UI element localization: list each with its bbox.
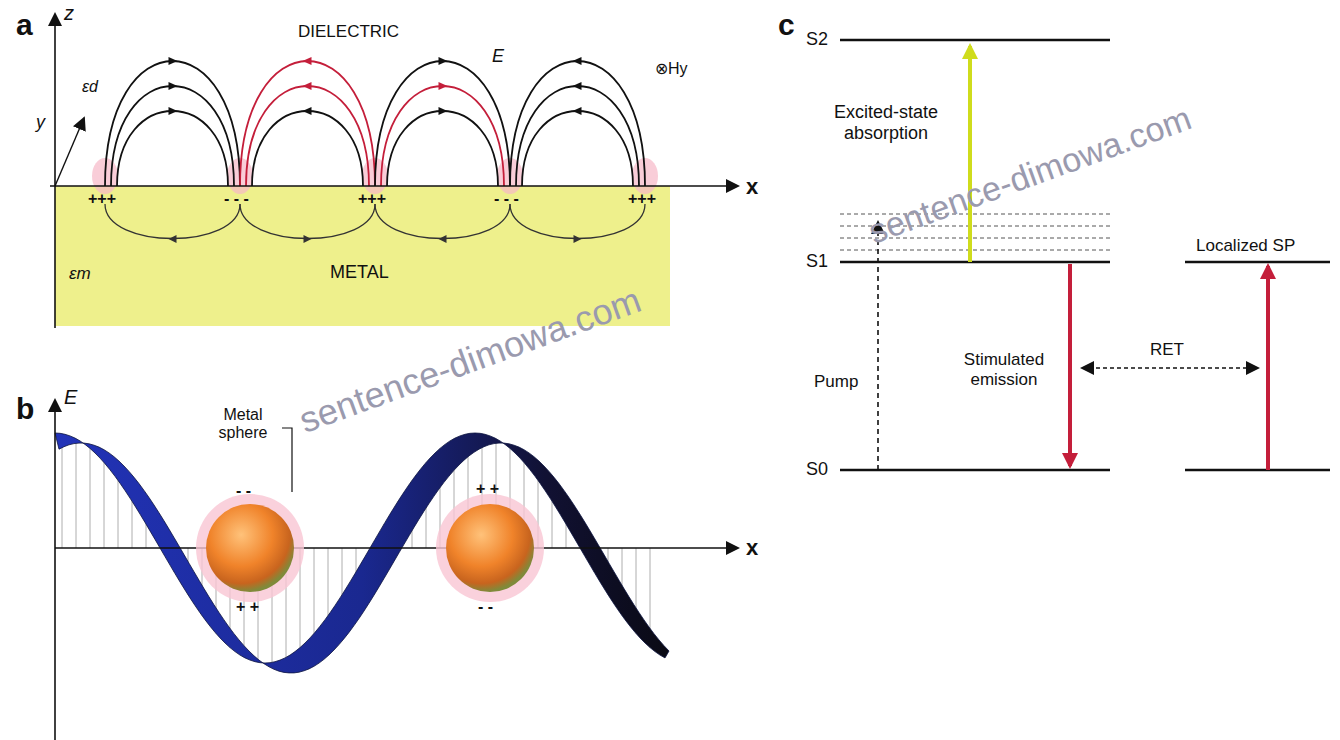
- field-line: [105, 61, 240, 186]
- charge-sign: +++: [628, 190, 656, 208]
- field-arrowhead: [303, 82, 312, 90]
- process-name: Stimulated emission: [948, 350, 1060, 389]
- metal-sphere: [446, 504, 534, 592]
- field-lines: [105, 57, 645, 243]
- ret-arrow: [1082, 367, 1258, 369]
- field-arrowhead: [439, 235, 447, 243]
- metal-field-line: [105, 204, 240, 239]
- field-line: [246, 86, 369, 186]
- charge-sign: +++: [358, 190, 386, 208]
- axis-name: z: [64, 2, 74, 25]
- field-hatch-line: [104, 463, 105, 548]
- emission-arrow: [1068, 264, 1072, 466]
- field-name: ⊗Hy: [655, 60, 688, 78]
- field-line: [111, 86, 234, 186]
- field-hatch-line: [146, 524, 147, 548]
- wave-ribbon: [55, 433, 669, 673]
- charge-sign: + +: [476, 480, 499, 498]
- z-axis: [54, 14, 56, 328]
- permittivity-symbol: εm: [69, 264, 91, 284]
- field-hatch-line: [132, 501, 133, 548]
- field-arrowhead: [169, 57, 178, 65]
- panel-letter: c: [778, 8, 795, 43]
- field-hatch-line: [62, 434, 63, 548]
- metal-sphere: [206, 504, 294, 592]
- metal-field-line: [240, 204, 375, 239]
- field-arrowhead: [169, 107, 178, 115]
- level-name: S0: [806, 459, 828, 480]
- field-name: E: [492, 46, 504, 67]
- charge-sign: - - -: [224, 190, 249, 208]
- panel-letter: a: [16, 8, 33, 43]
- charge-sign: - -: [478, 598, 493, 616]
- field-arrowhead: [304, 235, 312, 243]
- process-name: RET: [1150, 340, 1184, 360]
- permittivity-symbol: εd: [82, 78, 98, 96]
- axis-name: x: [746, 535, 758, 560]
- process-name: Pump: [814, 372, 858, 392]
- field-arrowhead: [573, 82, 582, 90]
- x-axis: [50, 185, 738, 187]
- field-hatch-line: [118, 480, 119, 548]
- field-arrowhead: [303, 57, 312, 65]
- charge-sign: + +: [236, 598, 259, 616]
- field-line: [387, 111, 498, 186]
- charge-sign: - - -: [494, 190, 519, 208]
- panel-letter: b: [16, 392, 34, 427]
- leader-line: [282, 428, 292, 492]
- axis-name: y: [36, 112, 45, 133]
- field-hatch-line: [566, 524, 567, 548]
- field-arrowhead: [439, 57, 448, 65]
- field-hatch-line: [342, 548, 343, 595]
- field-line: [252, 111, 363, 186]
- metal-field-line: [375, 204, 510, 239]
- field-line: [516, 86, 639, 186]
- field-hatch-line: [314, 548, 315, 633]
- process-name: Excited-state absorption: [816, 102, 956, 143]
- material-name: METAL: [330, 262, 389, 283]
- absorption-arrow: [968, 46, 972, 262]
- y-axis: [55, 118, 84, 186]
- sphere-halo: [196, 494, 304, 602]
- level-name: Localized SP: [1196, 236, 1295, 256]
- charge-sign: - -: [236, 482, 251, 500]
- pump-arrow: [877, 222, 879, 470]
- field-hatch-line: [328, 548, 329, 616]
- part-name: Metal sphere: [206, 406, 280, 443]
- region-name: DIELECTRIC: [298, 22, 399, 42]
- field-line: [117, 111, 228, 186]
- field-hatch-line: [356, 548, 357, 572]
- field-hatch-line: [552, 501, 553, 548]
- field-arrowhead: [439, 107, 448, 115]
- level-name: S2: [806, 29, 828, 50]
- field-hatch-line: [90, 448, 91, 548]
- level-name: S1: [806, 251, 828, 272]
- e-axis: [54, 400, 56, 740]
- field-arrowhead: [169, 235, 177, 243]
- charge-sign: +++: [88, 190, 116, 208]
- field-arrowhead: [439, 82, 448, 90]
- field-line: [375, 61, 510, 186]
- field-arrowhead: [169, 82, 178, 90]
- field-arrowhead: [574, 235, 582, 243]
- field-hatch-line: [76, 439, 77, 548]
- sphere-halo: [436, 494, 544, 602]
- field-line: [381, 86, 504, 186]
- field-line: [240, 61, 375, 186]
- field-arrowhead: [573, 107, 582, 115]
- x-axis: [55, 547, 738, 549]
- axis-name: x: [746, 174, 758, 199]
- field-arrowhead: [573, 57, 582, 65]
- field-line: [522, 111, 633, 186]
- field-arrowhead: [303, 107, 312, 115]
- sp-excitation-arrow: [1266, 266, 1270, 470]
- axis-name: E: [64, 386, 77, 409]
- field-line: [510, 61, 645, 186]
- metal-field-line: [510, 204, 645, 239]
